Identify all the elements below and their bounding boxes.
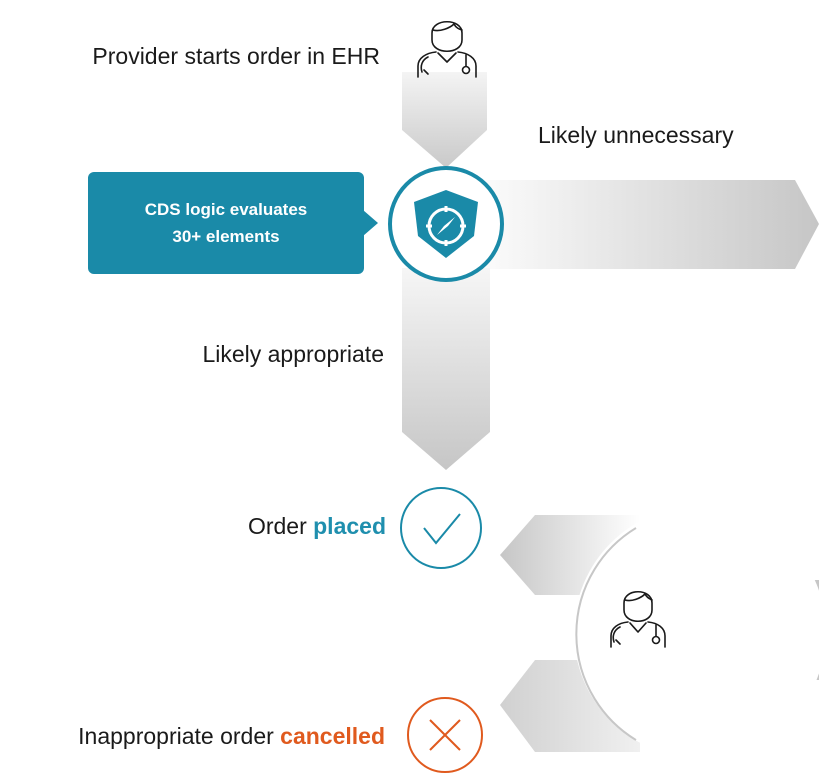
cds-callout-line1: CDS logic evaluates xyxy=(144,200,308,219)
doctor-icon xyxy=(417,20,477,78)
reviewer-arc xyxy=(574,506,819,758)
cds-callout-line2: 30+ elements xyxy=(172,227,280,246)
check-circle-icon xyxy=(400,487,482,569)
step-cancelled-label: Inappropriate order cancelled xyxy=(0,722,385,750)
step-cancelled-emphasis: cancelled xyxy=(280,723,385,749)
step-start-label: Provider starts order in EHR xyxy=(92,43,380,69)
arrow-unnecessary xyxy=(460,180,819,269)
doctor-icon xyxy=(610,590,666,648)
step-placed-prefix: Order xyxy=(247,513,314,539)
step-placed-emphasis: placed xyxy=(313,513,386,539)
cds-callout: CDS logic evaluates 30+ elements xyxy=(88,172,364,274)
step-cancelled-prefix: Inappropriate order xyxy=(78,723,281,749)
step-unnecessary-label: Likely unnecessary xyxy=(538,122,734,148)
step-appropriate-label: Likely appropriate xyxy=(202,341,384,367)
arrow-start-to-cds xyxy=(402,72,487,168)
arrow-appropriate xyxy=(402,268,490,470)
callout-pointer xyxy=(363,210,378,236)
cross-circle-icon xyxy=(407,697,483,773)
cds-node xyxy=(388,166,504,282)
step-placed-label: Order placed xyxy=(20,512,386,540)
